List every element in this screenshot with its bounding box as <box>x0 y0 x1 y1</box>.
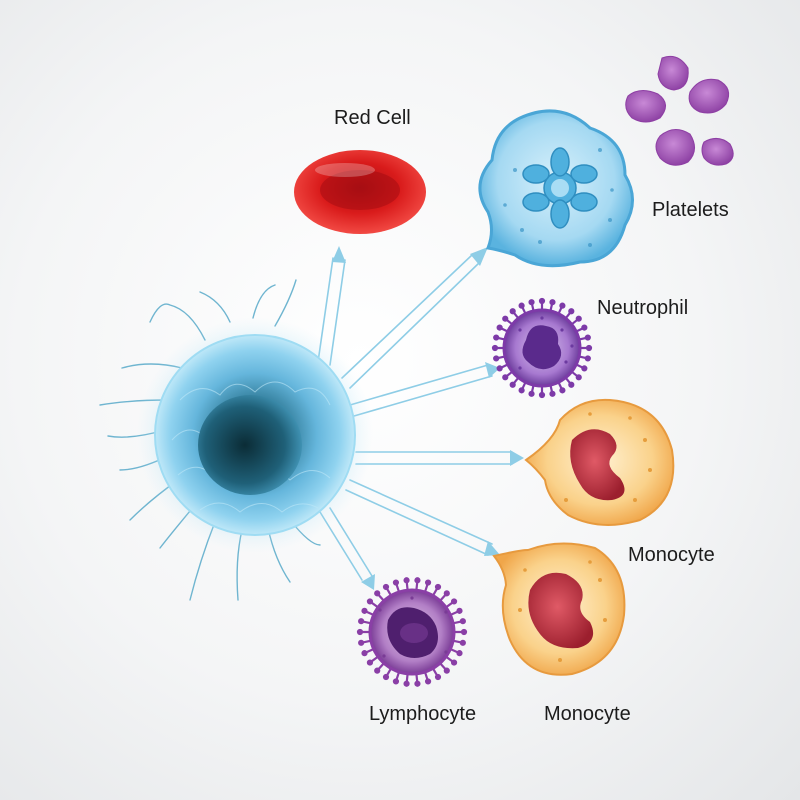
red-cell <box>294 150 426 234</box>
neutrophil-spike-tip <box>530 392 534 396</box>
neutrophil-spike-tip <box>511 309 515 313</box>
lymphocyte-spike-tip <box>384 585 388 589</box>
lymphocyte-spike-tip <box>375 669 379 673</box>
lymphocyte-spike-tip <box>358 630 362 634</box>
neutrophil-spike-tip <box>540 299 544 303</box>
stem-cell-nucleus <box>198 395 302 495</box>
lymphocyte-spike-tip <box>452 599 456 603</box>
lymphocyte-nucleus-detail <box>400 623 428 643</box>
platelet-2 <box>626 90 666 122</box>
lymphocyte-spike-tip <box>362 609 366 613</box>
lymphocyte-spike-tip <box>436 675 440 679</box>
neutrophil-spike-tip <box>498 366 502 370</box>
neutrophil-spike-tip <box>586 356 590 360</box>
neutrophil-spike-tip <box>550 300 554 304</box>
platelet-3 <box>689 79 729 113</box>
neutrophil-spike-tip <box>569 309 573 313</box>
lymphocyte-spike-tip <box>415 682 419 686</box>
neutrophil-spike-tip <box>511 383 515 387</box>
label-platelets: Platelets <box>652 199 729 222</box>
neutrophil-spike-tip <box>569 383 573 387</box>
arrow-monocyte-lower-b <box>346 490 488 555</box>
neutrophil <box>493 299 591 397</box>
lymphocyte-spike-tip <box>375 591 379 595</box>
lymphocyte-spike-tip <box>426 581 430 585</box>
label-lymphocyte: Lymphocyte <box>369 703 476 726</box>
lymphocyte-spike-tip <box>452 661 456 665</box>
label-monocyte-lower: Monocyte <box>544 703 631 726</box>
lymphocyte-spike-tip <box>415 578 419 582</box>
monocyte-upper <box>526 400 673 525</box>
platelets <box>626 56 733 165</box>
neutrophil-spike-tip <box>577 317 581 321</box>
neutrophil-spike-tip <box>560 388 564 392</box>
arrow-platelets-b <box>350 262 480 388</box>
stem-cell <box>100 280 373 600</box>
lymphocyte <box>358 578 466 685</box>
label-red-cell: Red Cell <box>334 107 411 130</box>
lymphocyte-spike-tip <box>394 581 398 585</box>
lymphocyte-spike-tip <box>368 599 372 603</box>
neutrophil-spike-tip <box>503 375 507 379</box>
neutrophil-spike-tip <box>494 336 498 340</box>
neutrophil-spike-tip <box>503 317 507 321</box>
neutrophil-spike-tip <box>550 392 554 396</box>
platelet-1 <box>658 56 688 90</box>
lymphocyte-spike-tip <box>445 591 449 595</box>
lymphocyte-spike-tip <box>461 641 465 645</box>
lymphocyte-spike-tip <box>458 609 462 613</box>
lymphocyte-spike-tip <box>462 630 466 634</box>
arrow-neutrophil-a <box>350 365 488 405</box>
lymphocyte-spike-tip <box>458 651 462 655</box>
lymphocyte-spike-tip <box>359 641 363 645</box>
megakaryocyte <box>480 111 633 266</box>
neutrophil-spike-tip <box>520 304 524 308</box>
lymphocyte-spike-tip <box>405 578 409 582</box>
arrowhead-monocyte-upper <box>510 450 524 466</box>
label-neutrophil: Neutrophil <box>597 297 688 320</box>
neutrophil-spike-tip <box>587 346 591 350</box>
lymphocyte-spike-tip <box>426 679 430 683</box>
neutrophil-spike-tip <box>586 336 590 340</box>
lymphocyte-spike-tip <box>368 661 372 665</box>
neutrophil-spike-tip <box>520 388 524 392</box>
arrow-neutrophil-b <box>354 376 492 416</box>
megakaryocyte-nucleus-center <box>551 179 569 197</box>
neutrophil-spike-tip <box>494 356 498 360</box>
arrowhead-lymphocyte <box>361 574 375 590</box>
lymphocyte-spike-tip <box>405 682 409 686</box>
arrowhead-red-cell <box>332 246 346 263</box>
lymphocyte-spike-tip <box>394 679 398 683</box>
neutrophil-spike-tip <box>577 375 581 379</box>
lymphocyte-spike-tip <box>445 669 449 673</box>
neutrophil-spike-tip <box>493 346 497 350</box>
lymphocyte-spike-tip <box>384 675 388 679</box>
red-cell-highlight <box>315 163 375 177</box>
neutrophil-spike-tip <box>582 326 586 330</box>
neutrophil-spike-tip <box>530 300 534 304</box>
monocyte-lower <box>494 543 624 674</box>
lymphocyte-spike-tip <box>436 585 440 589</box>
platelet-5 <box>702 138 733 165</box>
arrow-monocyte-lower-a <box>350 480 492 544</box>
neutrophil-spike-tip <box>582 366 586 370</box>
lymphocyte-spike-tip <box>362 651 366 655</box>
neutrophil-spike-tip <box>540 393 544 397</box>
label-monocyte-upper: Monocyte <box>628 544 715 567</box>
lymphocyte-spike-tip <box>461 619 465 623</box>
platelet-4 <box>656 129 695 165</box>
arrow-platelets-a <box>342 255 472 378</box>
lymphocyte-spike-tip <box>359 619 363 623</box>
neutrophil-spike-tip <box>560 304 564 308</box>
arrowhead-platelets <box>470 247 488 266</box>
neutrophil-spike-tip <box>498 326 502 330</box>
